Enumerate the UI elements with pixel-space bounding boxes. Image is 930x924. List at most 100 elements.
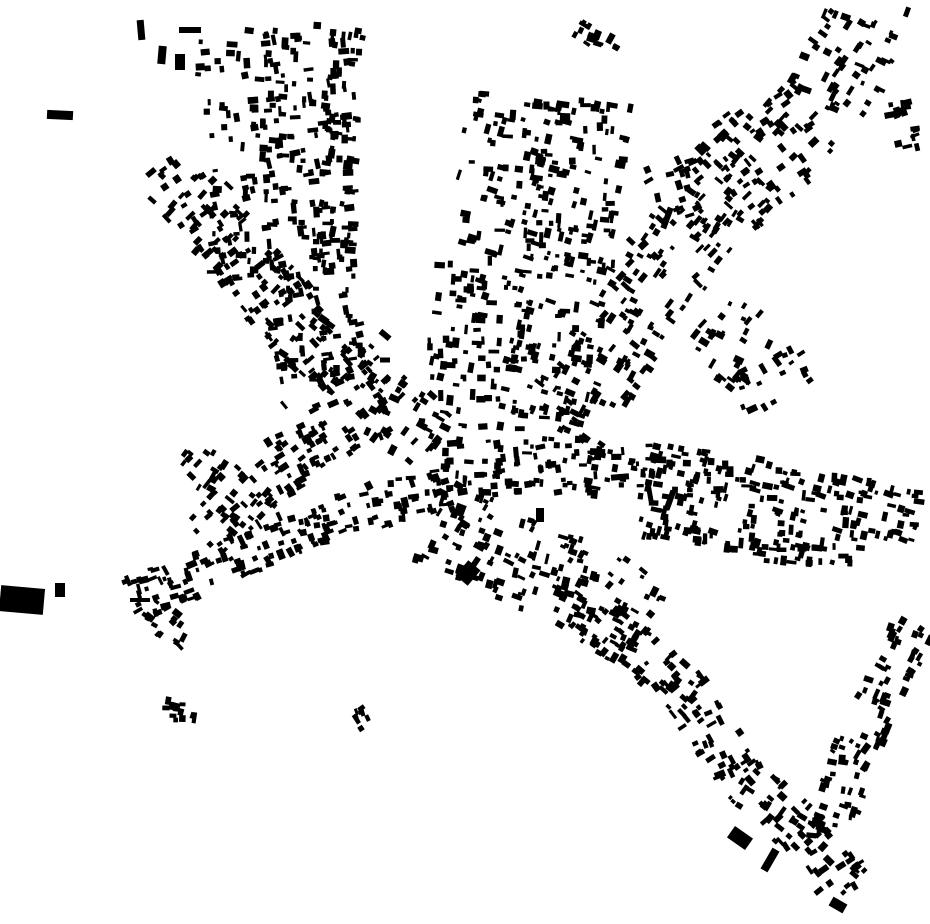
building xyxy=(316,252,322,263)
building xyxy=(766,494,778,502)
building xyxy=(46,109,74,121)
building xyxy=(329,237,341,243)
building xyxy=(272,317,280,325)
building xyxy=(608,401,617,409)
building xyxy=(851,475,864,484)
building xyxy=(838,744,846,751)
building xyxy=(450,273,456,285)
building xyxy=(801,85,812,95)
building xyxy=(911,133,916,142)
building xyxy=(344,433,354,443)
building xyxy=(540,148,548,154)
building xyxy=(626,103,634,114)
building xyxy=(477,374,486,382)
building xyxy=(834,860,847,872)
building xyxy=(269,61,281,68)
building xyxy=(543,255,549,261)
building xyxy=(878,680,885,687)
building xyxy=(450,326,456,332)
building xyxy=(591,633,598,640)
building xyxy=(375,391,384,402)
building xyxy=(240,141,245,152)
building xyxy=(262,436,274,448)
building xyxy=(916,624,925,633)
building xyxy=(299,528,308,537)
building xyxy=(289,148,301,158)
building xyxy=(564,388,576,398)
building xyxy=(249,185,256,194)
building xyxy=(233,112,241,123)
buildings-layer xyxy=(0,6,930,914)
building xyxy=(308,367,316,375)
building xyxy=(881,511,889,522)
building xyxy=(508,218,516,228)
building xyxy=(455,169,463,181)
building xyxy=(601,207,609,212)
building xyxy=(739,336,748,345)
building xyxy=(307,513,316,520)
building xyxy=(663,489,677,511)
building xyxy=(552,385,559,393)
building xyxy=(627,392,637,401)
building xyxy=(156,630,164,639)
building xyxy=(561,576,571,585)
building xyxy=(548,436,555,442)
building xyxy=(534,378,545,388)
building xyxy=(528,525,536,533)
building xyxy=(691,520,698,528)
building xyxy=(273,354,281,363)
building xyxy=(184,454,194,464)
building xyxy=(776,543,781,548)
building xyxy=(589,457,595,461)
building xyxy=(755,177,766,187)
building xyxy=(263,189,269,195)
building xyxy=(514,267,524,275)
building xyxy=(436,372,445,382)
building xyxy=(906,667,915,679)
building xyxy=(144,586,150,592)
building xyxy=(215,265,225,277)
building xyxy=(298,369,307,378)
building xyxy=(573,339,582,347)
building xyxy=(585,336,593,344)
building xyxy=(278,93,288,100)
building xyxy=(202,448,211,457)
building xyxy=(161,213,172,224)
building xyxy=(569,548,578,557)
building xyxy=(316,233,322,240)
building xyxy=(176,221,186,230)
building xyxy=(381,400,388,408)
building xyxy=(191,549,200,558)
building xyxy=(593,471,598,480)
building xyxy=(594,156,603,162)
building xyxy=(183,587,195,596)
building xyxy=(301,234,310,240)
building xyxy=(631,620,640,629)
building xyxy=(913,489,924,496)
building xyxy=(780,98,791,109)
building xyxy=(517,330,522,338)
building xyxy=(741,166,751,175)
building xyxy=(523,227,528,239)
building xyxy=(509,337,515,344)
building xyxy=(724,471,734,478)
building xyxy=(620,296,628,305)
building xyxy=(631,381,641,391)
building xyxy=(738,537,744,549)
building xyxy=(840,12,852,22)
building xyxy=(484,394,493,402)
building xyxy=(431,310,442,316)
building xyxy=(319,168,328,175)
building xyxy=(742,122,752,132)
building xyxy=(694,143,707,157)
building xyxy=(297,287,305,298)
building xyxy=(209,466,220,475)
building xyxy=(486,185,499,195)
building xyxy=(265,50,272,58)
building xyxy=(327,366,334,373)
building xyxy=(557,310,564,318)
building xyxy=(762,203,774,214)
building xyxy=(310,425,316,432)
building xyxy=(879,692,889,704)
building xyxy=(591,219,599,231)
